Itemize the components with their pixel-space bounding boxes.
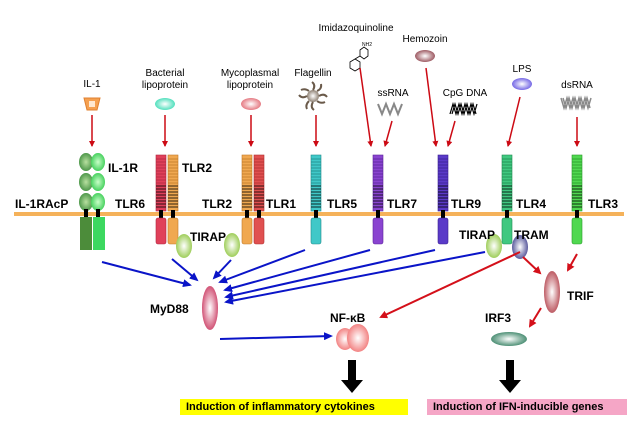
il1r-receptor (91, 153, 105, 250)
receptor-tlr2-a (167, 154, 179, 245)
cell-membrane-right (312, 212, 624, 216)
arrow-ssrna (383, 120, 393, 147)
ligand-label-bacterial-lipoprotein-2: lipoprotein (142, 80, 188, 91)
arrow-myd88-to-nfkb (219, 332, 333, 341)
arrow-tirap-middle-to-myd88 (212, 259, 232, 280)
receptor-tlr7 (372, 154, 384, 245)
receptor-label-tlr7: TLR7 (387, 197, 417, 211)
tirap-left-adaptor (176, 234, 192, 258)
myd88-arrows (101, 249, 486, 341)
ligand-label-cpg-dna: CpG DNA (443, 88, 488, 99)
arrow-il1r-to-myd88 (101, 261, 192, 288)
hemozoin-icon (415, 50, 435, 62)
ligand-label-bacterial-lipoprotein-1: Bacterial (146, 68, 185, 79)
flagellin-icon (298, 81, 328, 111)
adaptor-label-tirap-left: TIRAP (190, 230, 226, 244)
outcome-inflammatory-cytokines: Induction of inflammatory cytokines (180, 399, 408, 415)
ligand-label-lps: LPS (513, 64, 532, 75)
il1racp-receptor (79, 153, 93, 250)
ligand-label-imidazoquinoline: Imidazoquinoline (318, 23, 393, 34)
tirap-right-adaptor (486, 234, 502, 258)
adaptor-label-myd88: MyD88 (150, 302, 189, 316)
cpg-dna-icon (449, 101, 478, 117)
arrow-tram-to-trif (522, 256, 542, 275)
ligand-label-mycoplasmal-lipoprotein-1: Mycoplasmal (221, 68, 279, 79)
ligand-label-dsrna: dsRNA (561, 80, 593, 91)
arrow-tirap-left-to-myd88 (171, 258, 199, 282)
tlr-receptors (155, 154, 583, 245)
arrow-tlr3-to-trif (567, 253, 578, 272)
receptor-label-tlr1: TLR1 (266, 197, 296, 211)
tirap-middle-adaptor (224, 233, 240, 257)
arrow-tlr7-to-myd88 (223, 249, 371, 292)
bacterial-lipoprotein-icon (155, 98, 175, 110)
dsrna-icon (560, 95, 592, 111)
ligand-arrows (89, 67, 580, 147)
arrow-trif-to-irf3 (528, 307, 542, 328)
receptor-tlr6 (155, 154, 167, 245)
receptor-tlr5 (310, 154, 322, 245)
receptor-tlr2-b (241, 154, 253, 245)
adaptor-label-nfkb: NF-κB (330, 311, 366, 325)
ligand-label-il1: IL-1 (83, 79, 101, 90)
nfkb-molecule (336, 324, 369, 352)
imidazoquinoline-structure-icon: NH2 (349, 42, 372, 72)
ligand-label-mycoplasmal-lipoprotein-2: lipoprotein (227, 80, 273, 91)
il1-ligand-inner (89, 101, 95, 107)
arrow-cpg-dna (446, 120, 456, 147)
adaptor-label-trif: TRIF (567, 289, 594, 303)
receptor-label-tlr2-b: TLR2 (202, 197, 232, 211)
arrow-imidazoquinoline (359, 67, 374, 147)
arrow-tlr9-to-myd88 (224, 249, 436, 300)
mycoplasmal-lipoprotein-icon (241, 98, 261, 110)
receptor-label-tlr4: TLR4 (516, 197, 546, 211)
irf3-molecule (491, 332, 527, 346)
trif-arrows (379, 251, 578, 328)
arrow-tram-to-nfkb (379, 251, 521, 319)
ligand-label-hemozoin: Hemozoin (402, 34, 447, 45)
ssrna-icon (377, 101, 403, 117)
receptor-tlr9 (437, 154, 449, 245)
receptor-label-tlr2-a: TLR2 (182, 161, 212, 175)
ligand-label-ssrna: ssRNA (377, 88, 408, 99)
adaptor-label-irf3: IRF3 (485, 311, 511, 325)
receptor-tlr3 (571, 154, 583, 245)
receptor-label-il1r: IL-1R (108, 161, 138, 175)
receptor-label-il1racp: IL-1RAcP (15, 197, 68, 211)
lps-icon (512, 78, 532, 90)
arrow-tirap-right-to-myd88 (224, 251, 486, 305)
adaptor-label-tirap-right: TIRAP (459, 228, 495, 242)
adaptor-label-tram: TRAM (514, 228, 549, 242)
trif-molecule (544, 271, 560, 313)
receptor-label-tlr3: TLR3 (588, 197, 618, 211)
ligand-label-flagellin: Flagellin (294, 68, 331, 79)
myd88-molecule (202, 286, 218, 330)
arrow-hemozoin (425, 67, 439, 147)
svg-text:NH2: NH2 (362, 42, 372, 48)
outcome-ifn-inducible-genes: Induction of IFN-inducible genes (427, 399, 627, 415)
output-arrow-ifn (499, 360, 521, 393)
receptor-tlr4 (501, 154, 513, 245)
arrow-lps (506, 96, 521, 147)
receptor-label-tlr5: TLR5 (327, 197, 357, 211)
receptor-tlr1 (253, 154, 265, 245)
output-arrow-inflammatory (341, 360, 363, 393)
receptor-label-tlr6: TLR6 (115, 197, 145, 211)
arrow-tlr5-to-myd88 (218, 249, 306, 284)
receptor-label-tlr9: TLR9 (451, 197, 481, 211)
